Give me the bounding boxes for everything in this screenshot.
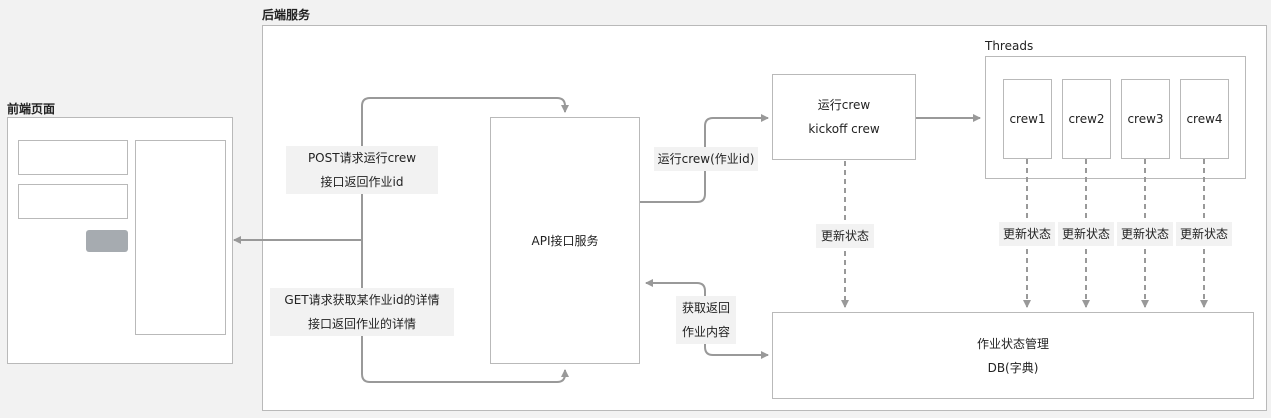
post-request-label-line1: POST请求运行crew: [307, 151, 417, 165]
frontend-page: [7, 117, 233, 364]
run-crew-label: 运行crew: [817, 98, 871, 112]
get-request-label: GET请求获取某作业id的详情 接口返回作业的详情: [270, 288, 454, 336]
post-request-arrow: [361, 97, 569, 240]
crew-box-2: crew2: [1062, 79, 1111, 159]
fetch-job-label: 获取返回 作业内容: [676, 296, 736, 344]
crew-label-4: crew4: [1186, 112, 1223, 126]
update-status-label-crew3: 更新状态: [1117, 222, 1173, 246]
crew-box-4: crew4: [1180, 79, 1229, 159]
input-field-1[interactable]: [18, 140, 128, 175]
kickoff-crew-label: kickoff crew: [808, 122, 880, 136]
submit-button[interactable]: [86, 230, 128, 252]
backend-title: 后端服务: [262, 8, 311, 22]
crew-box-1: crew1: [1003, 79, 1052, 159]
run-crew-edge-label: 运行crew(作业id): [654, 147, 758, 171]
post-request-label-line2: 接口返回作业id: [320, 175, 404, 189]
crew-label-1: crew1: [1009, 112, 1046, 126]
threads-title: Threads: [985, 39, 1034, 53]
api-service-box: API接口服务: [490, 117, 640, 364]
crew-box-3: crew3: [1121, 79, 1170, 159]
get-request-label-line1: GET请求获取某作业id的详情: [284, 293, 440, 307]
post-request-label: POST请求运行crew 接口返回作业id: [286, 146, 438, 194]
fetch-job-label-line2: 作业内容: [681, 325, 730, 339]
api-service-label: API接口服务: [531, 233, 599, 248]
run-crew-box: 运行crew kickoff crew: [772, 74, 916, 160]
frontend-title: 前端页面: [7, 102, 56, 116]
threads-container: crew1 crew2 crew3 crew4: [985, 56, 1246, 179]
update-status-label-crew2: 更新状态: [1058, 222, 1114, 246]
detail-panel: [135, 140, 226, 335]
update-status-label-crew1: 更新状态: [999, 222, 1055, 246]
crew-label-3: crew3: [1127, 112, 1164, 126]
db-label-2: DB(字典): [987, 360, 1039, 375]
get-request-arrow: [361, 240, 569, 383]
fetch-job-label-line1: 获取返回: [681, 301, 730, 315]
input-field-2[interactable]: [18, 184, 128, 219]
update-status-label-run: 更新状态: [816, 224, 874, 248]
get-request-label-line2: 接口返回作业的详情: [307, 317, 416, 331]
db-box: 作业状态管理 DB(字典): [772, 312, 1254, 399]
db-label-1: 作业状态管理: [976, 336, 1049, 351]
update-status-label-crew4: 更新状态: [1176, 222, 1232, 246]
crew-label-2: crew2: [1068, 112, 1105, 126]
